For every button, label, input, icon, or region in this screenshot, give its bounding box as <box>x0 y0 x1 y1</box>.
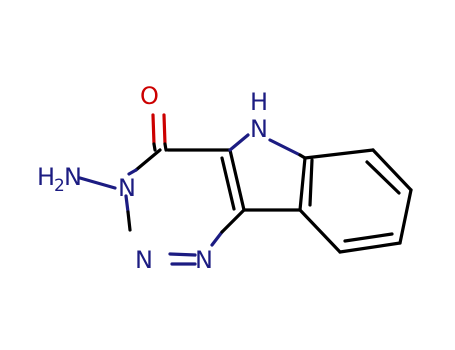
amino-h-label: H <box>37 163 55 191</box>
pyrrole-ring <box>220 133 307 212</box>
carbonyl-bond <box>151 113 168 152</box>
amino-subscript: 2 <box>54 176 65 196</box>
ring-n1-label: N <box>195 246 213 274</box>
triazinone-ring <box>124 148 246 266</box>
amino-n-label: N <box>64 163 82 191</box>
benzene-ring <box>298 148 413 254</box>
ring-n3-label: N <box>118 174 136 202</box>
oxygen-label: O <box>140 82 159 110</box>
indole-h-label: H <box>250 88 268 116</box>
indole-n-label: N <box>250 115 268 143</box>
ring-n2-label: N <box>135 246 153 274</box>
amino-bond <box>78 176 117 190</box>
